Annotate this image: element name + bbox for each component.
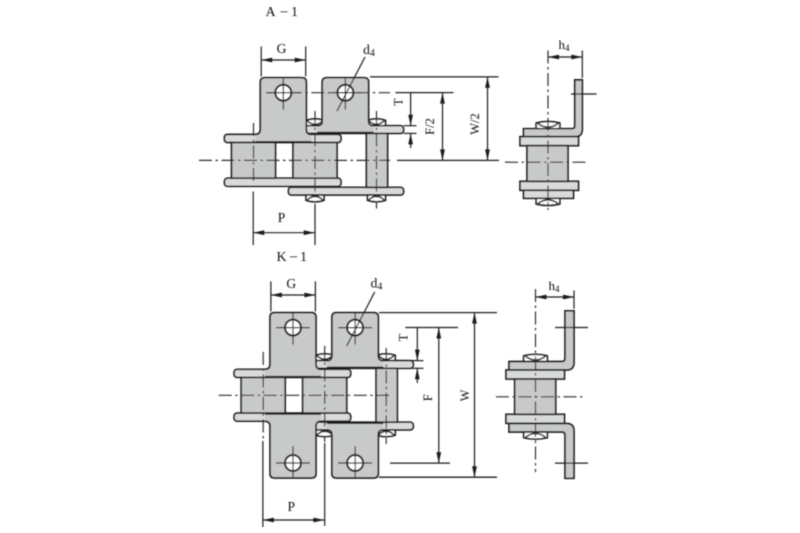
- svg-text:d4: d4: [371, 276, 383, 293]
- svg-text:P: P: [287, 499, 295, 514]
- svg-text:G: G: [286, 276, 296, 291]
- svg-text:W: W: [458, 389, 472, 401]
- svg-text:T: T: [397, 333, 411, 341]
- svg-text:G: G: [277, 41, 287, 56]
- svg-text:K: K: [276, 250, 286, 265]
- svg-text:P: P: [278, 210, 286, 225]
- svg-text:–: –: [280, 4, 289, 19]
- svg-text:–: –: [289, 249, 298, 264]
- svg-text:1: 1: [291, 5, 298, 20]
- svg-text:T: T: [392, 98, 406, 106]
- svg-text:h4: h4: [559, 37, 571, 53]
- svg-text:A: A: [265, 5, 276, 20]
- svg-text:F: F: [421, 394, 435, 401]
- svg-text:d4: d4: [363, 42, 375, 59]
- svg-text:1: 1: [300, 250, 307, 265]
- svg-text:F/2: F/2: [423, 118, 437, 135]
- svg-text:h4: h4: [549, 278, 561, 294]
- svg-text:W/2: W/2: [468, 113, 482, 135]
